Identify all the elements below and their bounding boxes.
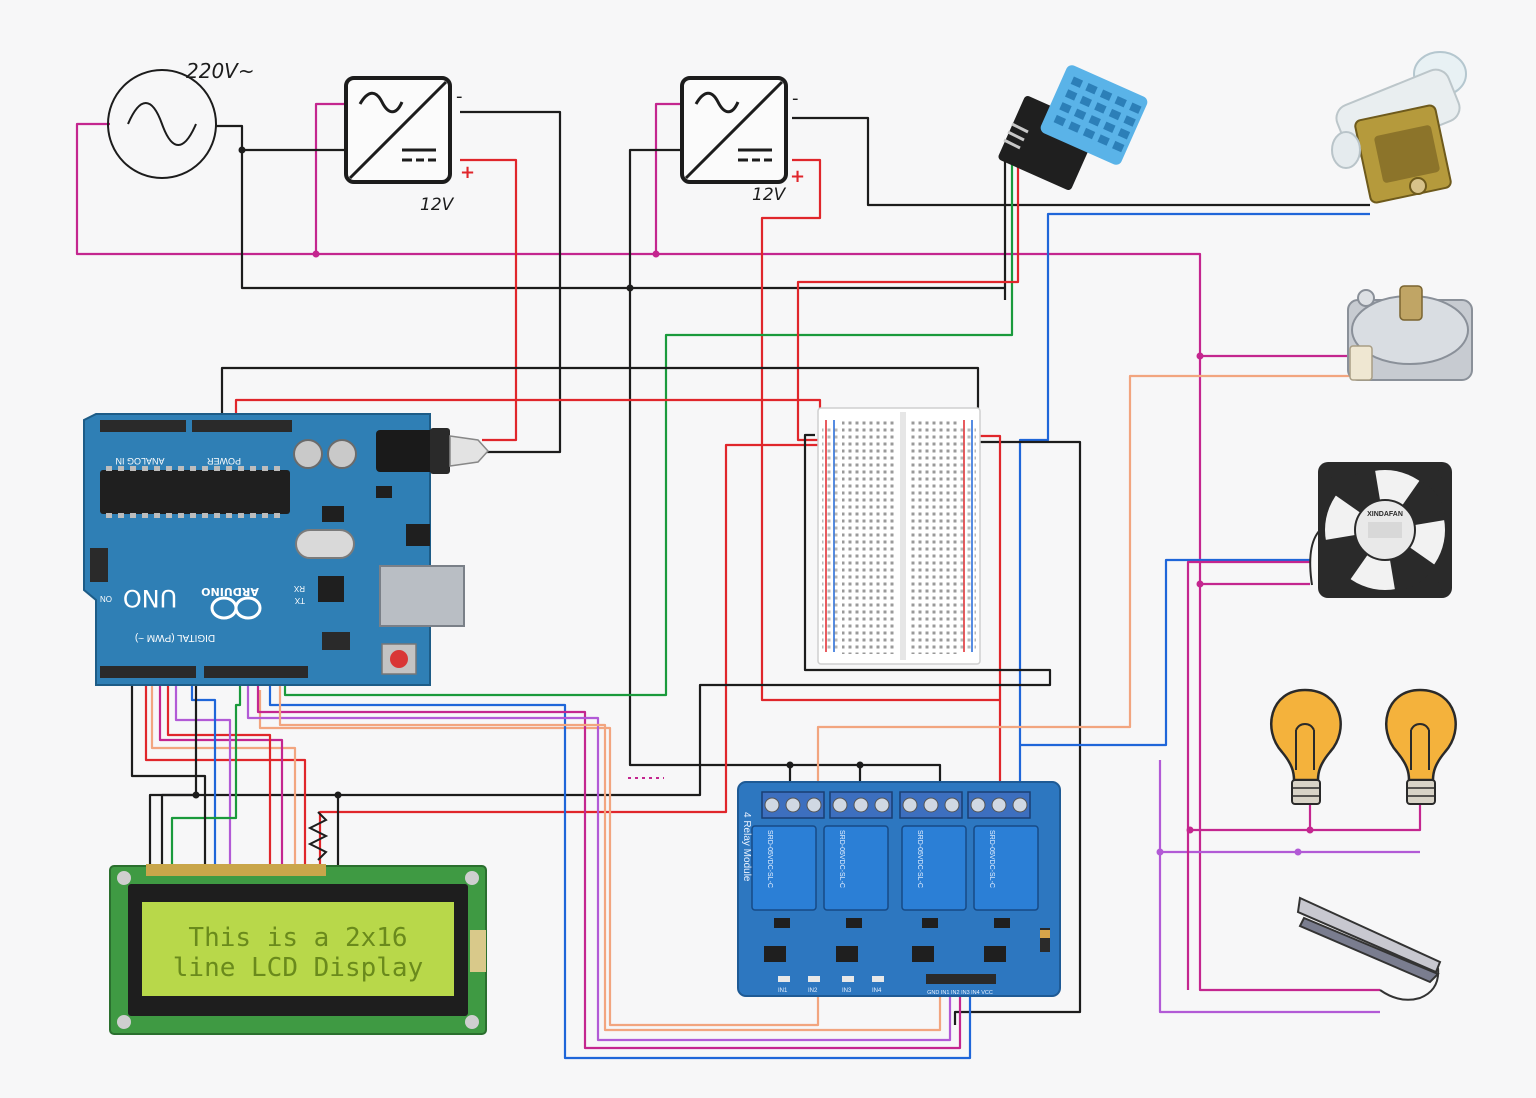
ac-source: 220V~	[107, 59, 255, 179]
wire-d-black-2	[160, 676, 198, 870]
wire-motor-peach	[258, 374, 1360, 1027]
wire-bb-black-lcd	[148, 433, 1052, 870]
relay-1-model: SRD-05VDC-SL-C	[766, 830, 773, 888]
psu2-output-label: 12V	[752, 185, 787, 205]
sync-motor	[1347, 285, 1473, 381]
relay-pins-label: GND IN1 IN2 IN3 IN4 VCC	[927, 990, 993, 996]
cooling-fan: XINDAFAN	[1309, 462, 1452, 598]
arduino-power-label: POWER	[207, 456, 242, 466]
wire-d-purple-1	[174, 676, 232, 870]
wire-psu1-negative	[460, 110, 562, 454]
relay-2-model: SRD-05VDC-SL-C	[838, 830, 845, 888]
wire-d-magenta-1	[158, 676, 284, 870]
wire-d-green-1	[170, 676, 242, 870]
light-bulb-1	[1269, 688, 1342, 805]
junction-dots	[192, 146, 864, 799]
relay-indicator-2: IN2	[808, 988, 818, 994]
psu1-plus-label: +	[460, 162, 475, 183]
psu1-minus-label: -	[456, 86, 463, 107]
relay-indicator-3: IN3	[842, 988, 852, 994]
wire-relay-in4	[278, 676, 942, 1032]
wire-relay-in2	[256, 676, 962, 1050]
arduino-uno: ARDUINO UNO DIGITAL (PWM ~) ANALOG IN PO…	[83, 413, 490, 686]
hair-straightener	[1296, 896, 1442, 1001]
wire-dht-green	[283, 150, 1014, 697]
wire-d-red-1	[144, 676, 307, 870]
wire-straightener-magenta	[1186, 560, 1310, 990]
lcd-line-2: line LCD Display	[173, 953, 423, 983]
relay-3-model: SRD-05VDC-SL-C	[916, 830, 923, 888]
wire-breadboard-vcc	[978, 434, 1002, 700]
wires	[75, 102, 1422, 1060]
psu2-plus-label: +	[790, 166, 805, 187]
wire-d-black-lcd	[130, 676, 207, 870]
wire-dht-red	[796, 152, 1020, 442]
solenoid-valve	[1331, 51, 1467, 204]
power-supply-1: - + 12V	[344, 76, 475, 215]
relay-module-title: 4 Relay Module	[741, 812, 752, 882]
wire-relay-in3	[246, 676, 952, 1042]
arduino-brand-label: ARDUINO	[201, 585, 259, 598]
relay-4-model: SRD-05VDC-SL-C	[988, 830, 995, 888]
arduino-logo-icon	[210, 596, 262, 620]
arduino-model-label: UNO	[123, 584, 177, 612]
arduino-analog-label: ANALOG IN	[115, 456, 164, 466]
light-bulb-2	[1384, 688, 1457, 805]
wire-psu2-negative	[792, 116, 1370, 207]
lcd-line-1: This is a 2x16	[188, 923, 407, 953]
sine-icon	[127, 102, 197, 146]
mains-voltage-label: 220V~	[186, 59, 255, 83]
arduino-rx-label: RX	[293, 584, 305, 593]
relay-indicator-4: IN4	[872, 988, 882, 994]
power-supply-2: - + 12V	[680, 76, 805, 205]
wire-breadboard-gnd	[953, 440, 1082, 1025]
arduino-on-label: ON	[100, 594, 112, 603]
wire-arduino-gnd	[220, 366, 980, 430]
relay-module: SRD-05VDC-SL-C SRD-05VDC-SL-C SRD-05VDC-…	[737, 781, 1061, 997]
wire-mains-magenta	[75, 102, 1422, 992]
fan-brand-label: XINDAFAN	[1367, 511, 1403, 518]
wire-valve-blue	[1018, 212, 1370, 800]
wire-relay-in1	[268, 676, 972, 1060]
wire-d-blue-1	[190, 676, 217, 870]
relay-indicator-1: IN1	[778, 988, 788, 994]
ac-symbol-icon-2	[694, 91, 740, 114]
wire-lamp-purple	[1158, 760, 1420, 1014]
arduino-digital-label: DIGITAL (PWM ~)	[135, 632, 215, 643]
ac-symbol-icon	[358, 91, 404, 114]
breadboard	[817, 407, 981, 665]
wire-fan-blue	[1020, 558, 1310, 747]
wire-bb-red-lcd	[318, 443, 820, 870]
arduino-tx-label: TX	[294, 596, 305, 605]
lcd-display: This is a 2x16 line LCD Display	[109, 864, 487, 1035]
junction-dots-magenta	[312, 250, 1314, 834]
potentiometer-icon	[307, 811, 329, 861]
junction-dots-purple	[1156, 848, 1302, 856]
wire-d-red-2	[166, 676, 272, 870]
wire-d-pink-1	[150, 676, 297, 870]
wire-psu1-positive	[460, 158, 518, 442]
wire-mains-black	[216, 124, 1007, 800]
psu2-minus-label: -	[792, 88, 799, 109]
dht11-sensor	[998, 65, 1148, 190]
psu1-output-label: 12V	[420, 195, 455, 215]
